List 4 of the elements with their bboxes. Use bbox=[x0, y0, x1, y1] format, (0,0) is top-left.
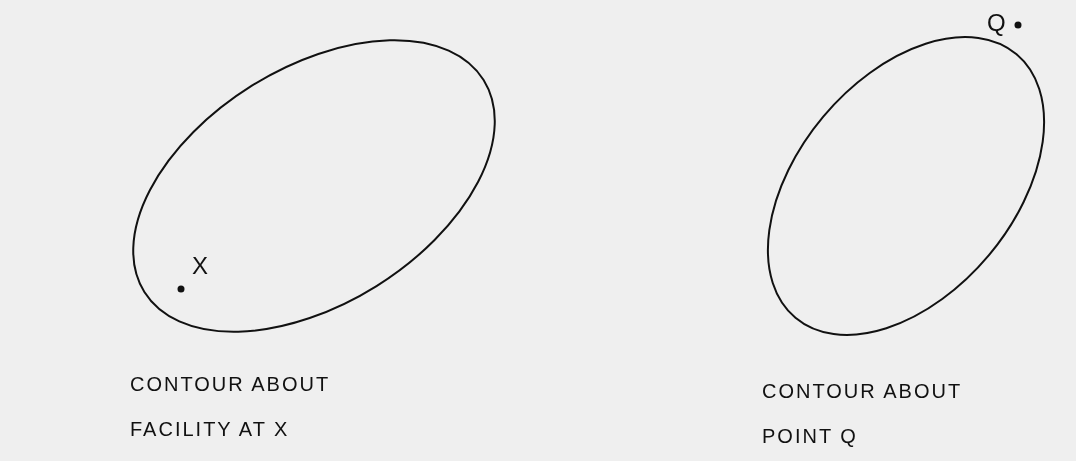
point-label: X bbox=[192, 254, 208, 278]
contour-caption: CONTOUR ABOUT FACILITY AT X bbox=[130, 372, 331, 442]
contour-caption: CONTOUR ABOUT POINT Q bbox=[762, 379, 963, 449]
point-label: Q bbox=[987, 11, 1006, 35]
